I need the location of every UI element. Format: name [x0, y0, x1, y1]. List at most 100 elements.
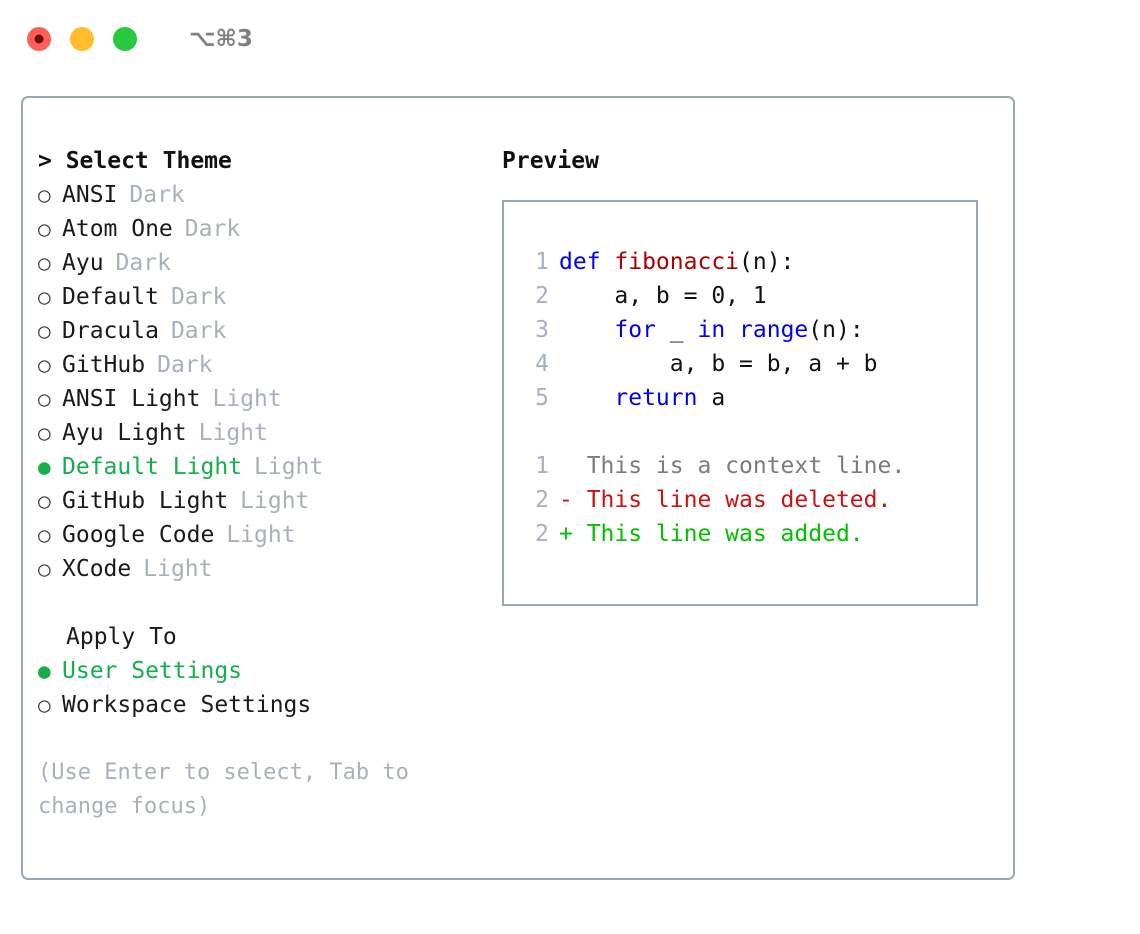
apply-to-list[interactable]: ● User Settings ○ Workspace Settings: [38, 654, 488, 722]
theme-option-ayu-light[interactable]: ○ Ayu Light Light: [38, 416, 488, 450]
radio-unselected-icon: ○: [38, 319, 51, 343]
line-number: 2: [535, 521, 549, 547]
theme-option-tag: Light: [212, 386, 282, 412]
theme-option-label: Google Code: [62, 522, 215, 548]
theme-option-tag: Dark: [170, 318, 227, 344]
theme-option-ansi[interactable]: ○ ANSI Dark: [38, 178, 488, 212]
line-number: 2: [535, 283, 549, 309]
apply-to-option-label: User Settings: [62, 658, 243, 684]
theme-option-tag: Light: [198, 420, 268, 446]
radio-unselected-icon: ○: [38, 489, 51, 513]
code-line: 2 a, b = 0, 1: [517, 279, 970, 313]
code-text: for _ in range(n):: [559, 313, 864, 347]
code-token: a, b = b, a + b: [559, 351, 878, 377]
line-number: 5: [535, 385, 549, 411]
code-token: _: [655, 317, 698, 343]
theme-option-label: ANSI Light: [62, 386, 201, 412]
radio-unselected-icon: ○: [38, 251, 51, 275]
code-line: 4 a, b = b, a + b: [517, 347, 970, 381]
code-line: 5 return a: [517, 381, 970, 415]
code-token: [559, 317, 614, 343]
radio-unselected-icon: ○: [38, 523, 51, 547]
code-token: return: [614, 385, 698, 411]
minimize-button[interactable]: [70, 27, 94, 51]
theme-option-label: ANSI: [62, 182, 118, 208]
theme-option-label: Ayu Light: [62, 420, 187, 446]
diff-line: 1 This is a context line.: [517, 449, 970, 483]
keyboard-shortcut-label: ⌥⌘3: [189, 26, 253, 52]
theme-option-default[interactable]: ○ Default Dark: [38, 280, 488, 314]
code-token: [559, 385, 614, 411]
theme-option-google-code[interactable]: ○ Google Code Light: [38, 518, 488, 552]
apply-to-section: Apply To ● User Settings ○ Workspace Settin…: [38, 620, 488, 722]
theme-option-tag: Dark: [157, 352, 213, 378]
theme-option-label: GitHub: [62, 352, 146, 378]
theme-option-github[interactable]: ○ GitHub Dark: [38, 348, 488, 382]
theme-option-label: GitHub Light: [62, 488, 229, 514]
close-button[interactable]: [27, 27, 51, 51]
line-number: 3: [535, 317, 549, 343]
theme-option-tag: Light: [226, 522, 296, 548]
radio-unselected-icon: ○: [38, 217, 51, 241]
preview-heading: Preview: [502, 148, 599, 174]
code-diff-spacer: [517, 415, 970, 449]
code-token: (n):: [739, 249, 795, 275]
keyboard-hint-text: (Use Enter to select, Tab to change focu…: [38, 760, 423, 819]
diff-sample: 1 This is a context line. 2 - This line wa…: [517, 449, 970, 551]
radio-unselected-icon: ○: [38, 353, 51, 377]
code-token: fibonacci: [614, 249, 740, 275]
radio-unselected-icon: ○: [38, 421, 51, 445]
radio-unselected-icon: ○: [38, 183, 51, 207]
theme-option-tag: Dark: [184, 216, 241, 242]
theme-option-tag: Light: [143, 556, 213, 582]
diff-line: 2 + This line was added.: [517, 517, 970, 551]
radio-selected-icon: ●: [38, 455, 51, 479]
radio-unselected-icon: ○: [38, 285, 51, 309]
diff-line: 2 - This line was deleted.: [517, 483, 970, 517]
apply-to-option-user-settings[interactable]: ● User Settings: [38, 654, 488, 688]
theme-option-label: Default Light: [62, 454, 243, 480]
list-spacer: [38, 586, 488, 620]
code-token: def: [559, 249, 615, 275]
theme-option-tag: Dark: [129, 182, 185, 208]
apply-to-option-label: Workspace Settings: [62, 692, 312, 718]
radio-unselected-icon: ○: [38, 693, 51, 717]
theme-option-tag: Dark: [170, 284, 227, 310]
diff-text: - This line was deleted.: [559, 487, 892, 513]
code-text: a, b = b, a + b: [559, 347, 878, 381]
radio-unselected-icon: ○: [38, 387, 51, 411]
theme-option-label: Default: [62, 284, 159, 310]
line-number: 1: [535, 249, 549, 275]
theme-option-tag: Light: [240, 488, 310, 514]
code-line: 3 for _ in range(n):: [517, 313, 970, 347]
titlebar: ⌥⌘3: [0, 0, 1140, 78]
line-number: 4: [535, 351, 549, 377]
apply-to-option-workspace-settings[interactable]: ○ Workspace Settings: [38, 688, 488, 722]
theme-option-label: XCode: [62, 556, 132, 582]
diff-text: + This line was added.: [559, 521, 864, 547]
radio-unselected-icon: ○: [38, 557, 51, 581]
line-number: 2: [535, 487, 549, 513]
apply-to-heading: Apply To: [66, 624, 177, 650]
theme-option-ansi-light[interactable]: ○ ANSI Light Light: [38, 382, 488, 416]
code-token: range: [739, 317, 809, 343]
radio-selected-icon: ●: [38, 659, 51, 683]
maximize-button[interactable]: [113, 27, 137, 51]
code-token: a, b = 0, 1: [559, 283, 767, 309]
theme-option-github-light[interactable]: ○ GitHub Light Light: [38, 484, 488, 518]
select-theme-heading: > Select Theme: [38, 148, 232, 174]
theme-option-xcode[interactable]: ○ XCode Light: [38, 552, 488, 586]
code-token: (n):: [808, 317, 864, 343]
